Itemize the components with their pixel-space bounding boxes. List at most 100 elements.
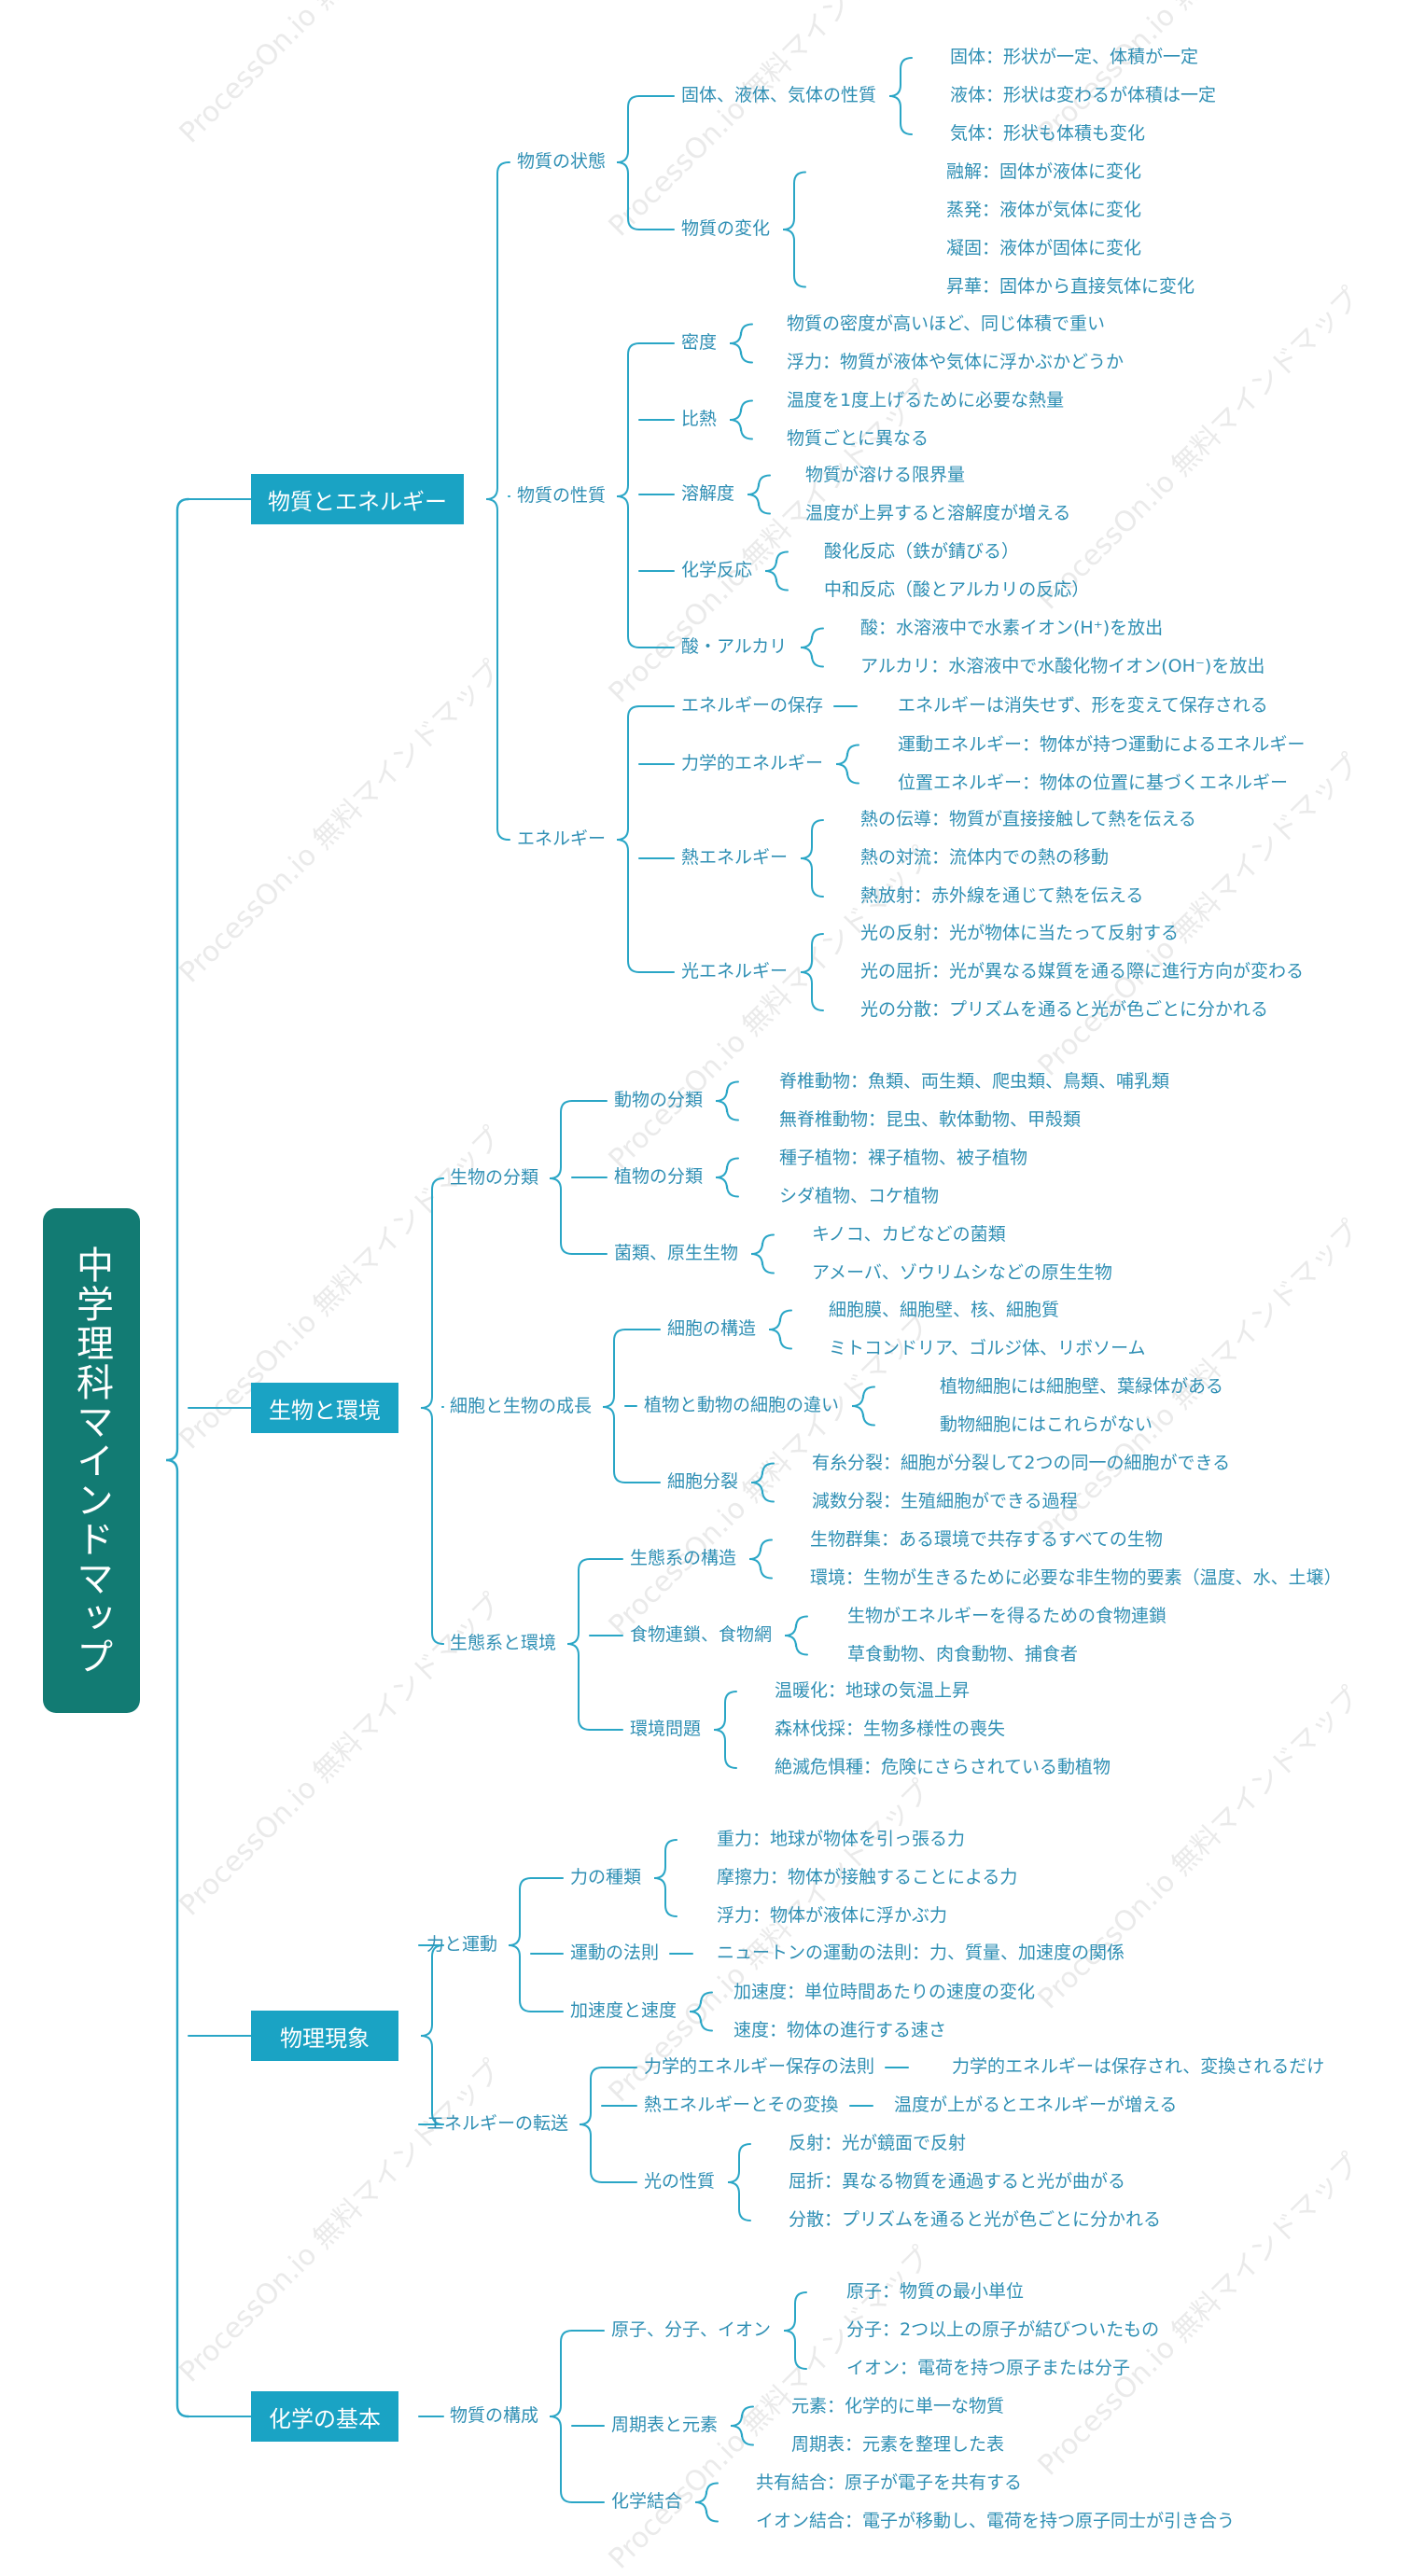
leaf-label: 無脊椎動物：昆虫、軟体動物、甲殻類 [779, 1108, 1082, 1130]
leaf-label: 速度：物体の進行する速さ [733, 2019, 947, 2040]
topic-label: エネルギー [517, 828, 607, 849]
leaf-label: ミトコンドリア、ゴルジ体、リボソーム [829, 1337, 1146, 1358]
topic-label: 細胞と生物の成長 [450, 1396, 593, 1416]
branch-box: 物理現象 [251, 2011, 398, 2061]
leaf-label: 温度を1度上げるために必要な熱量 [787, 389, 1065, 411]
leaf-label: 原子：物質の最小単位 [846, 2281, 1025, 2302]
leaf-label: 減数分裂：生殖細胞ができる過程 [812, 1490, 1078, 1511]
subtopic-label: 食物連鎖、食物網 [630, 1624, 773, 1645]
topic-label: 物質の構成 [450, 2405, 539, 2426]
leaf-label: 草食動物、肉食動物、捕食者 [847, 1643, 1079, 1664]
leaf-label: 共有結合：原子が電子を共有する [756, 2472, 1023, 2493]
subtopic-label: 光エネルギー [681, 961, 789, 982]
subtopic-label: 環境問題 [630, 1719, 702, 1739]
leaf-label: 凝固：液体が固体に変化 [946, 237, 1142, 258]
leaf-label: 光の反射：光が物体に当たって反射する [860, 923, 1180, 943]
subtopic-label: 密度 [681, 332, 718, 353]
leaf-label: 熱の対流：流体内での熱の移動 [860, 847, 1110, 868]
leaf-label: 脊椎動物：魚類、両生類、爬虫類、鳥類、哺乳類 [779, 1070, 1170, 1092]
subtopic-label: 細胞分裂 [667, 1471, 739, 1492]
leaf-label: 元素：化学的に単一な物質 [791, 2395, 1005, 2416]
leaf-label: 熱の伝導：物質が直接接触して熱を伝える [860, 809, 1196, 829]
leaf-label: 加速度：単位時間あたりの速度の変化 [733, 1981, 1036, 2002]
topic-label: 生物の分類 [450, 1167, 539, 1188]
leaf-label: 動物細胞にはこれらがない [940, 1413, 1153, 1435]
subtopic-label: 動物の分類 [614, 1090, 704, 1110]
leaf-label: 環境：生物が生きるために必要な非生物的要素（温度、水、土壌） [810, 1566, 1342, 1588]
subtopic-label: 運動の法則 [570, 1942, 660, 1963]
leaf-label: アルカリ：水溶液中で水酸化物イオン(OH⁻)を放出 [860, 655, 1265, 676]
leaf-label: 温度が上がるとエネルギーが増える [894, 2095, 1178, 2115]
subtopic-label: 加速度と速度 [570, 2000, 678, 2021]
leaf-label: 温暖化：地球の気温上昇 [775, 1680, 971, 1701]
leaf-label: 液体：形状は変わるが体積は一定 [950, 85, 1217, 105]
branch-box: 化学の基本 [251, 2391, 398, 2442]
leaf-label: 熱放射：赤外線を通じて熱を伝える [860, 885, 1144, 906]
subtopic-label: 植物の分類 [614, 1166, 704, 1187]
subtopic-label: 化学結合 [611, 2491, 683, 2512]
leaf-label: 植物細胞には細胞壁、葉緑体がある [940, 1375, 1224, 1397]
subtopic-label: 光の性質 [644, 2171, 716, 2192]
leaf-label: 物質の密度が高いほど、同じ体積で重い [787, 313, 1106, 334]
root-node: 中学理科マインドマップ [43, 1208, 140, 1713]
subtopic-label: 細胞の構造 [667, 1318, 757, 1339]
leaf-label: 分子：2つ以上の原子が結びついたもの [846, 2319, 1160, 2340]
subtopic-label: 比熱 [681, 409, 718, 429]
leaf-label: 中和反応（酸とアルカリの反応） [824, 578, 1090, 600]
subtopic-label: 生態系の構造 [630, 1548, 737, 1568]
leaf-label: イオン結合：電子が移動し、電荷を持つ原子同士が引き合う [756, 2510, 1236, 2531]
subtopic-label: 熱エネルギー [681, 847, 789, 868]
leaf-label: 蒸発：液体が気体に変化 [946, 199, 1142, 220]
leaf-label: 温度が上昇すると溶解度が増える [805, 502, 1071, 523]
leaf-label: 酸：水溶液中で水素イオン(H⁺)を放出 [860, 617, 1164, 638]
topic-label: 物質の性質 [517, 485, 607, 506]
branch-title: 生物と環境 [269, 1397, 381, 1424]
leaf-label: アメーバ、ゾウリムシなどの原生生物 [812, 1261, 1112, 1283]
topic-label: 力と運動 [426, 1934, 498, 1955]
leaf-label: 物質が溶ける限界量 [805, 464, 966, 485]
branch-box: 生物と環境 [251, 1383, 398, 1433]
leaf-label: 反射：光が鏡面で反射 [789, 2133, 967, 2153]
root-title: 中学理科マインドマップ [70, 1245, 113, 1677]
leaf-label: 昇華：固体から直接気体に変化 [946, 275, 1195, 297]
leaf-label: 浮力：物体が液体に浮かぶ力 [717, 1905, 948, 1926]
topic-label: 物質の状態 [517, 151, 607, 172]
subtopic-label: 固体、液体、気体の性質 [681, 85, 877, 105]
leaf-label: 有糸分裂：細胞が分裂して2つの同一の細胞ができる [812, 1452, 1231, 1473]
leaf-label: 位置エネルギー：物体の位置に基づくエネルギー [898, 772, 1289, 793]
leaf-label: 気体：形状も体積も変化 [950, 123, 1146, 144]
subtopic-label: 力学的エネルギー [681, 753, 824, 773]
topic-label: エネルギーの転送 [426, 2113, 569, 2134]
leaf-label: キノコ、カビなどの菌類 [812, 1223, 1006, 1245]
subtopic-label: 植物と動物の細胞の違い [644, 1395, 840, 1415]
leaf-label: 生物群集：ある環境で共存するすべての生物 [810, 1528, 1163, 1550]
subtopic-label: 物質の変化 [681, 218, 771, 239]
leaf-label: 浮力：物質が液体や気体に浮かぶかどうか [787, 351, 1125, 372]
branch-title: 物理現象 [280, 2025, 370, 2052]
leaf-label: 光の屈折：光が異なる媒質を通る際に進行方向が変わる [860, 961, 1305, 982]
leaf-label: 絶滅危惧種：危険にさらされている動植物 [775, 1757, 1111, 1777]
leaf-label: 周期表：元素を整理した表 [791, 2433, 1005, 2455]
subtopic-label: 酸・アルカリ [681, 636, 788, 657]
leaf-label: 重力：地球が物体を引っ張る力 [717, 1829, 966, 1849]
branch-box: 物質とエネルギー [251, 474, 464, 524]
leaf-label: 物質ごとに異なる [787, 427, 929, 449]
leaf-label: シダ植物、コケ植物 [779, 1185, 940, 1206]
leaf-label: 種子植物：裸子植物、被子植物 [779, 1147, 1028, 1168]
leaf-label: 融解：固体が液体に変化 [946, 160, 1142, 182]
subtopic-label: 菌類、原生生物 [614, 1243, 739, 1263]
subtopic-label: 化学反応 [681, 560, 753, 580]
leaf-label: 運動エネルギー：物体が持つ運動によるエネルギー [898, 733, 1306, 755]
subtopic-label: 力の種類 [570, 1867, 642, 1887]
leaf-label: 固体：形状が一定、体積が一定 [950, 47, 1199, 67]
leaf-label: 生物がエネルギーを得るための食物連鎖 [847, 1605, 1167, 1626]
subtopic-label: 力学的エネルギー保存の法則 [644, 2056, 875, 2077]
leaf-label: 力学的エネルギーは保存され、変換されるだけ [952, 2056, 1325, 2077]
subtopic-label: 原子、分子、イオン [611, 2319, 772, 2340]
subtopic-label: 周期表と元素 [611, 2415, 719, 2435]
branch-title: 物質とエネルギー [268, 488, 447, 515]
leaf-label: 分散：プリズムを通ると光が色ごとに分かれる [789, 2209, 1162, 2230]
subtopic-label: 熱エネルギーとその変換 [644, 2095, 839, 2115]
leaf-label: 森林伐採：生物多様性の喪失 [775, 1719, 1006, 1739]
